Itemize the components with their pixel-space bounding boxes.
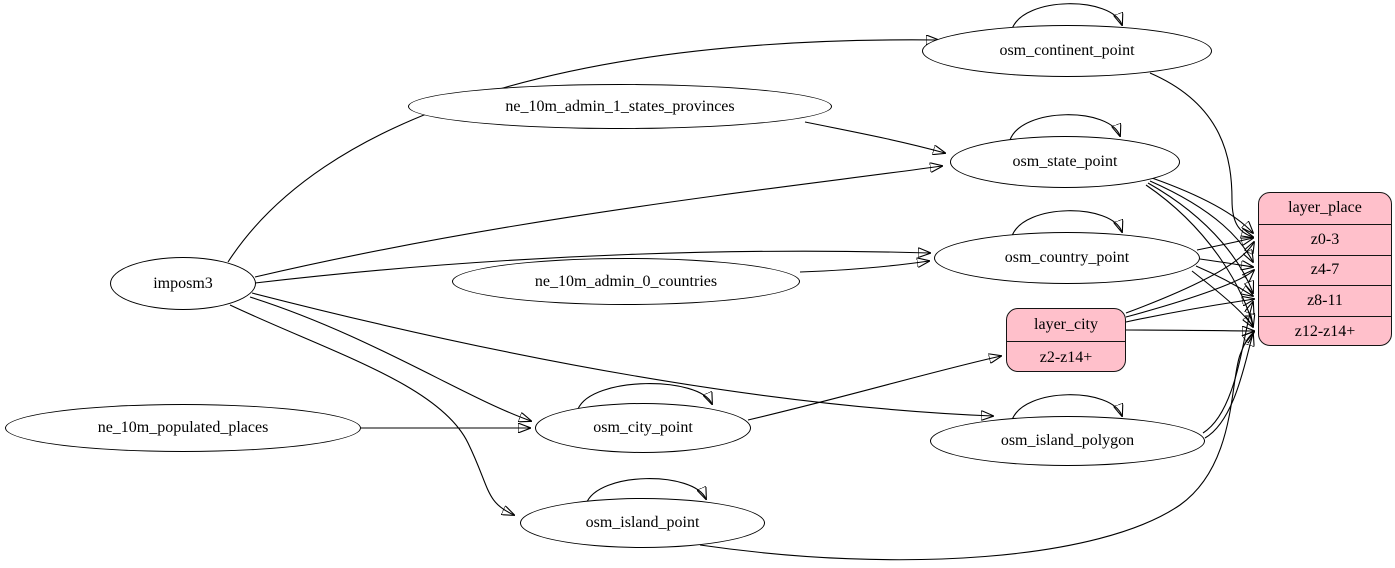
layer-place-row-z0-3: z0-3 <box>1259 223 1391 255</box>
edge-osm_city_point-to-layer_city-z2-z14+ <box>747 356 1001 421</box>
layer-city-row-z2-z14: z2-z14+ <box>1007 341 1125 371</box>
edge-osm_island_point-to-osm_island_point <box>585 478 706 505</box>
node-osm-continent-point: osm_continent_point <box>922 25 1212 77</box>
edge-layer_city-to-layer_place-z4-7 <box>1125 270 1254 318</box>
node-layer-city: layer_city z2-z14+ <box>1006 308 1126 372</box>
edge-ne_10m_admin_0_countries-to-osm_country_point <box>799 261 929 273</box>
node-osm-continent-point-label: osm_continent_point <box>999 42 1135 59</box>
edge-osm_state_point-to-layer_place-z8-11 <box>1147 182 1253 293</box>
edge-osm_country_point-to-layer_place-z4-7 <box>1199 258 1253 267</box>
node-osm-island-point: osm_island_point <box>520 498 765 548</box>
node-osm-island-polygon-label: osm_island_polygon <box>1000 432 1135 449</box>
layer-place-row-z4-7: z4-7 <box>1259 254 1391 286</box>
edge-imposm3-to-osm_country_point <box>254 251 930 284</box>
edge-osm_city_point-to-osm_city_point <box>577 383 712 410</box>
layer-city-title: layer_city <box>1034 316 1098 333</box>
node-osm-country-point: osm_country_point <box>934 232 1200 284</box>
edge-imposm3-to-osm_city_point <box>249 296 531 421</box>
node-osm-state-point-label: osm_state_point <box>1012 153 1118 170</box>
layer-place-row-z8-11: z8-11 <box>1259 285 1391 316</box>
node-ne-10m-admin-1-states-provinces: ne_10m_admin_1_states_provinces <box>408 84 832 129</box>
edge-osm_island_polygon-to-osm_island_polygon <box>1011 394 1122 421</box>
edge-osm_country_point-to-osm_country_point <box>1011 210 1122 237</box>
node-osm-island-point-label: osm_island_point <box>585 514 700 531</box>
edge-imposm3-to-osm_continent_point <box>227 40 938 263</box>
edge-imposm3-to-osm_island_polygon <box>251 292 993 416</box>
node-osm-city-point: osm_city_point <box>535 403 751 453</box>
edge-osm_island_polygon-to-layer_place-z12-z14+ <box>1204 334 1253 439</box>
edge-osm_state_point-to-layer_place-z0-3 <box>1151 177 1253 233</box>
node-ne-10m-admin-0-countries: ne_10m_admin_0_countries <box>452 258 800 305</box>
edge-imposm3-to-osm_state_point <box>254 166 942 278</box>
edge-layer_city-to-layer_place-z8-11 <box>1125 299 1254 323</box>
edge-imposm3-to-osm_island_point <box>229 304 514 515</box>
edge-osm_island_polygon-to-layer_place-z8-11 <box>1202 302 1253 434</box>
layer-place-row-z12-z14: z12-z14+ <box>1259 316 1391 345</box>
node-osm-island-polygon: osm_island_polygon <box>930 416 1205 466</box>
node-imposm3-label: imposm3 <box>153 274 213 292</box>
node-ne-10m-populated-places-label: ne_10m_populated_places <box>97 419 269 436</box>
edge-osm_continent_point-to-osm_continent_point <box>1011 3 1122 30</box>
edge-ne_10m_admin_1_states_provinces-to-osm_state_point <box>804 121 945 153</box>
edge-layer_city-to-layer_place-z12-z14+ <box>1125 330 1254 331</box>
edge-layer_city-to-layer_place-z0-3 <box>1125 242 1254 314</box>
node-osm-city-point-label: osm_city_point <box>593 419 693 436</box>
edge-osm_continent_point-to-layer_place-z0-3 <box>1149 72 1253 237</box>
node-osm-country-point-label: osm_country_point <box>1004 249 1130 266</box>
edge-osm_island_point-to-layer_place-z12-z14+ <box>699 332 1254 561</box>
node-layer-place: layer_place z0-3 z4-7 z8-11 z12-z14+ <box>1258 192 1392 346</box>
layer-place-title: layer_place <box>1288 199 1362 217</box>
node-ne-10m-admin-0-countries-label: ne_10m_admin_0_countries <box>534 272 718 290</box>
edge-osm_country_point-to-layer_place-z0-3 <box>1196 238 1253 251</box>
node-osm-state-point: osm_state_point <box>950 136 1180 188</box>
edge-osm_state_point-to-osm_state_point <box>1009 114 1120 141</box>
node-ne-10m-populated-places: ne_10m_populated_places <box>5 404 361 452</box>
node-imposm3: imposm3 <box>110 257 256 310</box>
node-ne-10m-admin-1-states-provinces-label: ne_10m_admin_1_states_provinces <box>505 97 735 115</box>
